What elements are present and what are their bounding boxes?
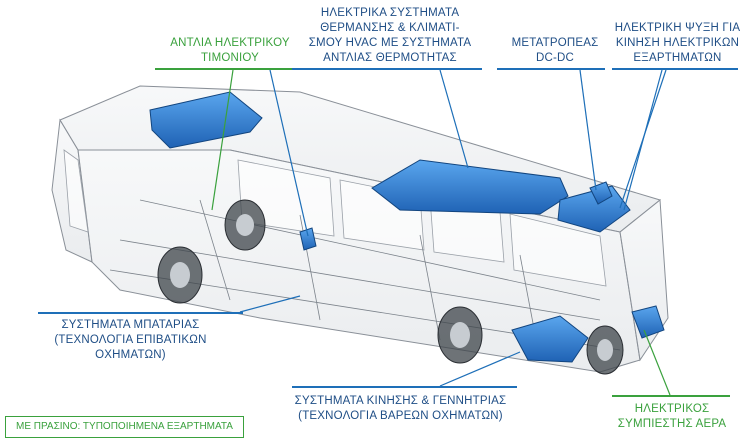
- legend-box: ΜΕ ΠΡΑΣΙΝΟ: ΤΥΠΟΠΟΙΗΜΕΝΑ ΕΞΑΡΤΗΜΑΤΑ: [5, 416, 244, 438]
- drive-label: ΣΥΣΤΗΜΑΤΑ ΚΙΝΗΣΗΣ & ΓΕΝΝΗΤΡΙΑΣ (ΤΕΧΝΟΛΟΓ…: [283, 394, 518, 424]
- compressor-label: ΗΛΕΚΤΡΙΚΟΣ ΣΥΜΠΙΕΣΤΗΣ ΑΕΡΑ: [612, 402, 732, 432]
- drive-underline: [292, 386, 517, 388]
- hvac-label: ΗΛΕΚΤΡΙΚΑ ΣΥΣΤΗΜΑΤΑ ΘΕΡΜΑΝΣΗΣ & ΚΛΙΜΑΤΙ-…: [305, 6, 475, 66]
- battery-label: ΣΥΣΤΗΜΑΤΑ ΜΠΑΤΑΡΙΑΣ (ΤΕΧΝΟΛΟΓΙΑ ΕΠΙΒΑΤΙΚ…: [38, 318, 223, 363]
- cooling-label: ΗΛΕΚΤΡΙΚΗ ΨΥΞΗ ΓΙΑ ΚΙΝΗΣΗ ΗΛΕΚΤΡΙΚΩΝ ΕΞΑ…: [605, 21, 750, 66]
- steering-pump-underline: [155, 68, 305, 70]
- dcdc-label: ΜΕΤΑΤΡΟΠΕΑΣ DC-DC: [505, 36, 605, 66]
- cooling-underline: [612, 68, 738, 70]
- hvac-underline: [292, 68, 482, 70]
- compressor-underline: [612, 395, 730, 397]
- dcdc-underline: [497, 68, 605, 70]
- steering-pump-label: ΑΝΤΛΙΑ ΗΛΕΚΤΡΙΚΟΥ ΤΙΜΟΝΙΟΥ: [155, 36, 305, 66]
- battery-underline: [38, 312, 243, 314]
